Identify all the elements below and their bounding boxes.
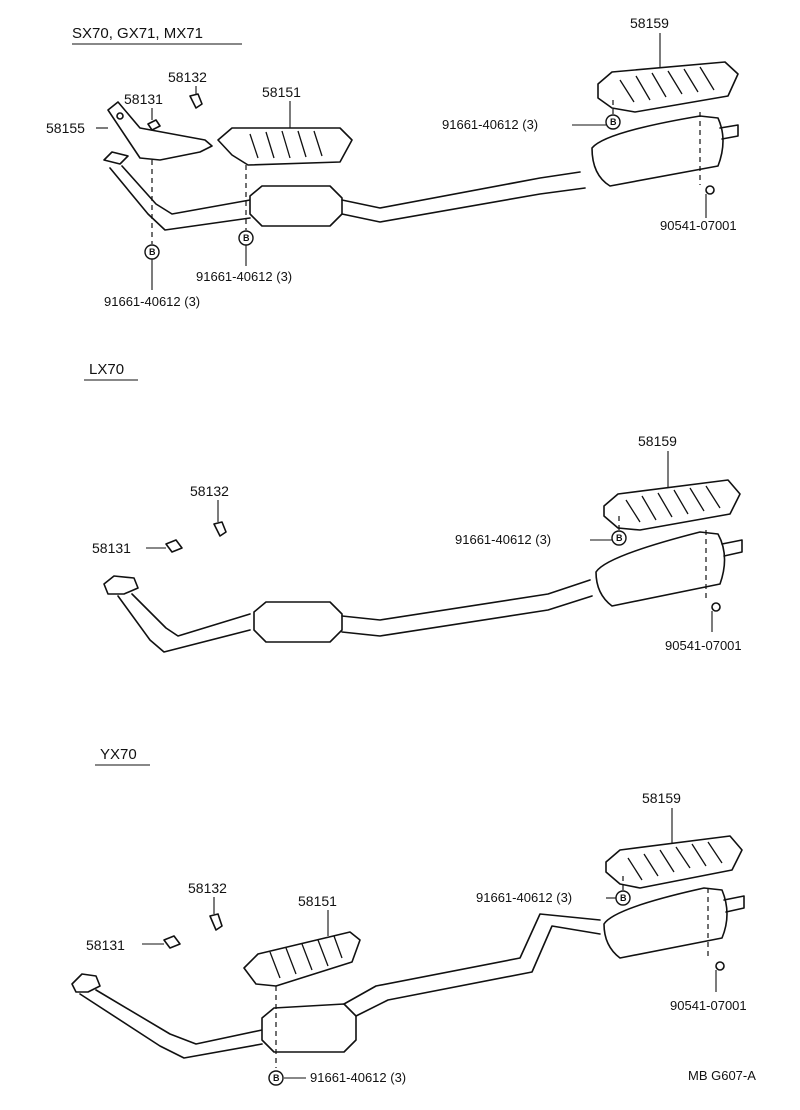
svg-text:B: B — [273, 1073, 280, 1083]
heat-insulator-58159 — [603, 479, 741, 531]
bolt-marker-icon: B — [605, 114, 621, 130]
clip-58131-icon — [163, 935, 181, 949]
svg-text:B: B — [243, 233, 250, 243]
section-title: LX70 — [89, 361, 124, 378]
bolt-marker-icon: B — [144, 244, 160, 260]
heat-insulator-58159 — [605, 835, 743, 889]
clip-58132-icon — [209, 913, 223, 931]
bolt-marker-icon: B — [268, 1070, 284, 1086]
label-nut: 90541-07001 — [665, 638, 742, 653]
section-yx70: YX70 58159 91661-40612 (3) B 90541-0 — [71, 746, 756, 1086]
label-58155: 58155 — [46, 120, 85, 136]
label-bolt-top: 91661-40612 (3) — [476, 890, 572, 905]
section-lx70: LX70 58159 91661-40612 (3) B 90541-0 — [84, 361, 743, 653]
label-bolt-left: 91661-40612 (3) — [104, 294, 200, 309]
label-58131: 58131 — [124, 91, 163, 107]
exhaust-pipe — [103, 531, 743, 653]
bolt-marker-icon: B — [615, 890, 631, 906]
heat-insulator-58151 — [243, 931, 361, 987]
nut-icon — [715, 961, 725, 971]
label-58131: 58131 — [92, 540, 131, 556]
label-nut: 90541-07001 — [670, 998, 747, 1013]
label-58151: 58151 — [298, 893, 337, 909]
heat-insulator-58159 — [597, 61, 739, 113]
heat-insulator-58151 — [217, 127, 353, 166]
label-58151: 58151 — [262, 84, 301, 100]
svg-text:B: B — [610, 117, 617, 127]
svg-text:B: B — [149, 247, 156, 257]
section-title: SX70, GX71, MX71 — [72, 25, 203, 42]
label-58132: 58132 — [188, 880, 227, 896]
label-58131: 58131 — [86, 937, 125, 953]
bracket-58155 — [107, 101, 213, 161]
label-nut: 90541-07001 — [660, 218, 737, 233]
label-bolt-bottom: 91661-40612 (3) — [310, 1070, 406, 1085]
nut-icon — [705, 185, 715, 195]
footer-code: MB G607-A — [688, 1068, 756, 1083]
svg-text:B: B — [616, 533, 623, 543]
label-58132: 58132 — [168, 69, 207, 85]
exhaust-pipe — [103, 115, 739, 231]
bolt-marker-icon: B — [611, 530, 627, 546]
bolt-marker-icon: B — [238, 230, 254, 246]
exhaust-pipe — [71, 887, 745, 1059]
label-58159: 58159 — [642, 790, 681, 806]
nut-icon — [711, 602, 721, 612]
label-58132: 58132 — [190, 483, 229, 499]
label-58159: 58159 — [638, 433, 677, 449]
clip-58131-icon — [165, 539, 183, 553]
svg-text:B: B — [620, 893, 627, 903]
label-58159: 58159 — [630, 15, 669, 31]
section-sx70-gx71-mx71: SX70, GX71, MX71 58159 91661-40612 (3) B — [46, 15, 739, 309]
section-title: YX70 — [100, 746, 137, 763]
clip-58132-icon — [189, 93, 203, 109]
label-bolt-top: 91661-40612 (3) — [442, 117, 538, 132]
label-bolt-top: 91661-40612 (3) — [455, 532, 551, 547]
clip-58131-icon — [147, 119, 161, 131]
label-bolt-mid: 91661-40612 (3) — [196, 269, 292, 284]
clip-58132-icon — [213, 521, 227, 537]
